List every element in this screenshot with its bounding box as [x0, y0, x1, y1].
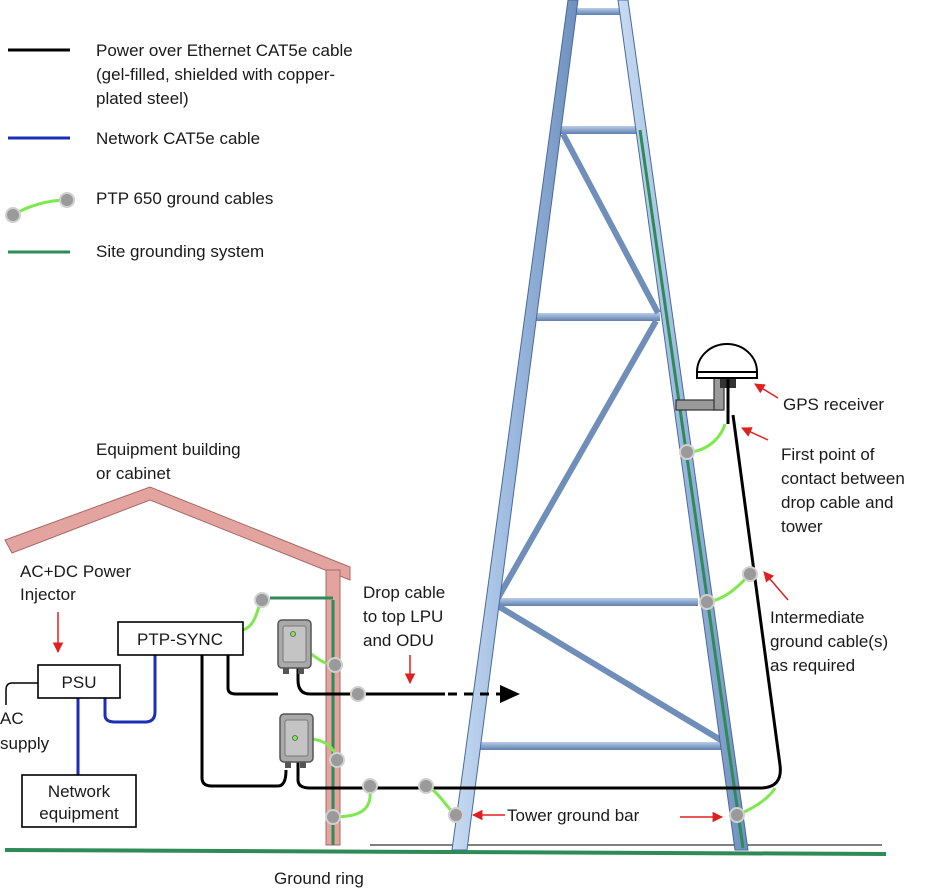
injector-label-2: Injector — [20, 585, 76, 604]
tower-ground-bar-label: Tower ground bar — [507, 806, 640, 825]
legend-ground-lug-icon — [5, 207, 21, 223]
legend-network-label: Network CAT5e cable — [96, 129, 260, 148]
drop-cable-top — [296, 668, 445, 696]
tower-diagonal — [496, 603, 726, 745]
network-equipment-label-1: Network — [48, 782, 111, 801]
tower-crossbar — [495, 598, 698, 606]
legend: Power over Ethernet CAT5e cable (gel-fil… — [5, 41, 353, 261]
arrow-first-contact — [741, 427, 769, 441]
ground-lug-icon — [362, 778, 378, 794]
first-contact-label-3: drop cable and — [781, 493, 893, 512]
ground-ring-label: Ground ring — [274, 869, 364, 888]
ac-supply-label-2: supply — [0, 734, 50, 753]
tower-left-leg — [451, 0, 579, 851]
network-equipment-label-2: equipment — [39, 804, 119, 823]
ground-lug-icon — [418, 778, 434, 794]
tower-crossbar — [532, 313, 660, 321]
ground-ring-line — [4, 848, 887, 856]
ground-lug-icon — [254, 592, 270, 608]
gps-label: GPS receiver — [783, 395, 884, 414]
network-cable-psu-sync — [103, 650, 157, 724]
annotation-arrows — [52, 383, 789, 823]
gps-receiver-icon — [675, 343, 759, 424]
drop-cable-label-1: Drop cable — [363, 583, 445, 602]
ground-lugs — [254, 444, 758, 825]
ground-lug-icon — [327, 657, 343, 673]
poe-cable-sync-lpu2 — [200, 655, 288, 788]
ground-lug-icon — [729, 807, 745, 823]
lpu-unit-bottom — [279, 713, 314, 768]
lpu-unit-top — [277, 619, 312, 674]
arrow-intermediate — [763, 571, 789, 601]
psu-box — [37, 664, 121, 699]
ac-supply-label-1: AC — [0, 709, 24, 728]
arrow-gps — [754, 383, 779, 399]
drop-cable-tower — [296, 414, 782, 790]
intermediate-label-3: as required — [770, 656, 855, 675]
tower-diagonal — [495, 319, 659, 600]
tower-crossbar — [559, 126, 639, 134]
building-label-1: Equipment building — [96, 440, 241, 459]
tower-ground-conductor — [638, 129, 745, 849]
ground-lug-icon — [679, 444, 695, 460]
legend-ground-lug-icon — [59, 192, 75, 208]
legend-site-ground-label: Site grounding system — [96, 242, 264, 261]
tower-crossbar — [472, 742, 727, 750]
first-contact-label-1: First point of — [781, 445, 875, 464]
legend-poe-label-3: plated steel) — [96, 89, 189, 108]
intermediate-label-2: ground cable(s) — [770, 632, 888, 651]
first-contact-label-4: tower — [781, 517, 823, 536]
drop-cable-label-2: to top LPU — [363, 607, 443, 626]
building-roof — [4, 486, 351, 581]
tower-diagonal — [560, 132, 661, 315]
ptp-sync-label: PTP-SYNC — [137, 630, 223, 649]
first-contact-label-2: contact between — [781, 469, 905, 488]
injector-label-1: AC+DC Power — [20, 562, 131, 581]
ground-lug-icon — [699, 594, 715, 610]
network-equipment-box — [21, 774, 137, 828]
intermediate-label-1: Intermediate — [770, 608, 865, 627]
ground-lug-icon — [325, 809, 341, 825]
tower-crossbar — [573, 8, 623, 15]
psu-label: PSU — [62, 673, 97, 692]
drop-cable-arrowhead — [500, 685, 520, 703]
legend-poe-label-2: (gel-filled, shielded with copper- — [96, 65, 335, 84]
ptp-sync-box — [117, 621, 244, 656]
legend-poe-label-1: Power over Ethernet CAT5e cable — [96, 41, 353, 60]
ground-lug-icon — [350, 686, 366, 702]
drop-cable-label-3: and ODU — [363, 631, 434, 650]
legend-ptp-ground-label: PTP 650 ground cables — [96, 189, 273, 208]
ground-lug-icon — [742, 566, 758, 582]
ground-lug-icon — [329, 752, 345, 768]
legend-ptp-ground-swatch — [12, 198, 68, 217]
tower — [451, 0, 749, 851]
poe-cable-sync-lpu1 — [226, 655, 278, 696]
equipment-building — [4, 486, 351, 846]
ground-lug-icon — [448, 807, 464, 823]
ac-supply-cable — [5, 682, 38, 705]
building-label-2: or cabinet — [96, 464, 171, 483]
